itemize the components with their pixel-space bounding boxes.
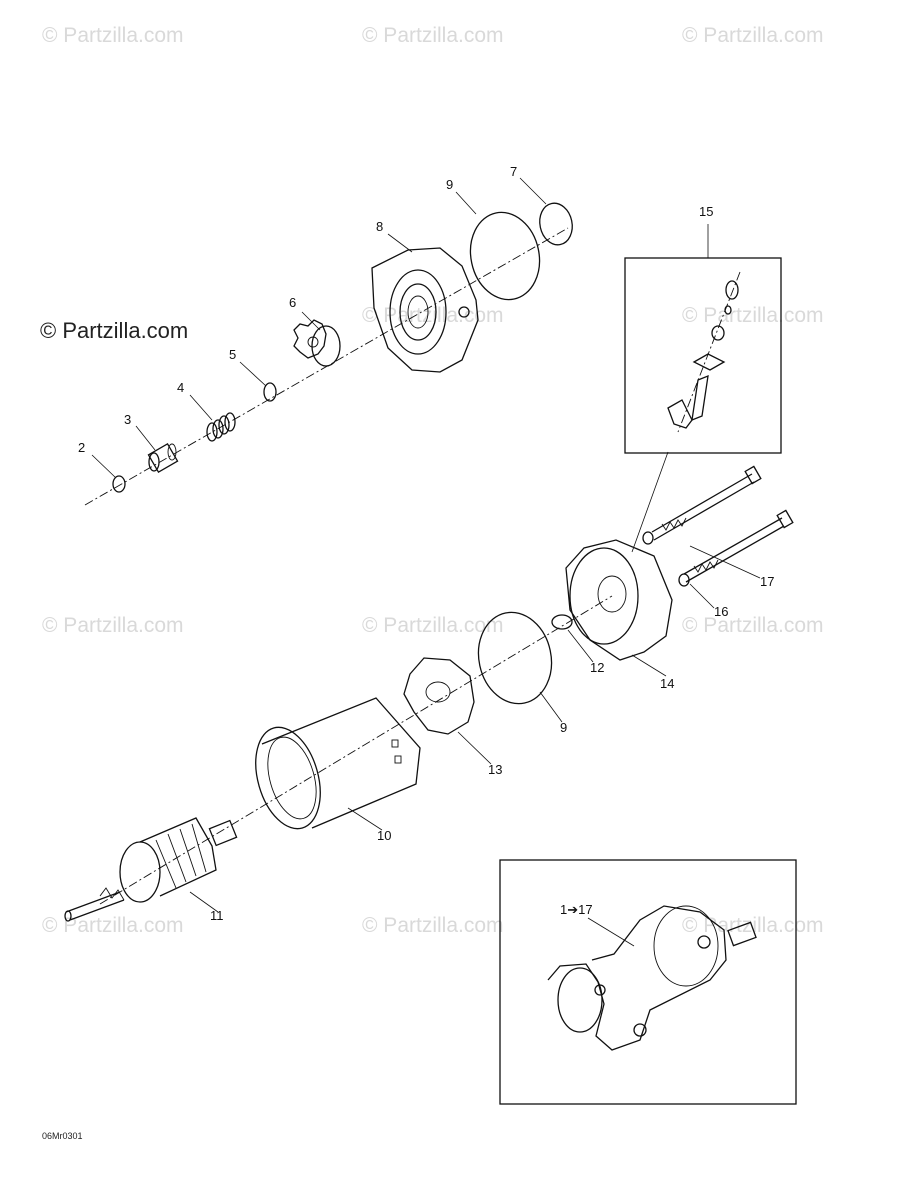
callout-13: 13 bbox=[488, 762, 502, 777]
callout-14: 14 bbox=[660, 676, 674, 691]
part-17-bolts bbox=[651, 465, 794, 583]
leader-lines bbox=[91, 177, 761, 947]
part-11-armature bbox=[64, 817, 238, 922]
part-15-detail-box bbox=[624, 257, 782, 454]
part-7-ring bbox=[539, 202, 573, 246]
part-5-ring bbox=[263, 382, 277, 402]
watermark: © Partzilla.com bbox=[682, 24, 824, 47]
part-3-collar bbox=[147, 442, 179, 474]
part-9-oring-lower bbox=[477, 611, 553, 705]
part-9-oring-upper bbox=[469, 211, 541, 301]
callout-16: 16 bbox=[714, 604, 728, 619]
watermark: © Partzilla.com bbox=[682, 914, 824, 937]
detail-15-axis bbox=[677, 271, 741, 433]
part-8-drive-housing bbox=[371, 247, 479, 373]
drawing-code: 06Mr0301 bbox=[42, 1131, 83, 1141]
main-watermark: © Partzilla.com bbox=[40, 318, 188, 343]
watermark: © Partzilla.com bbox=[362, 24, 504, 47]
callout-3: 3 bbox=[124, 412, 131, 427]
callout-6: 6 bbox=[289, 295, 296, 310]
part-10-yoke bbox=[255, 697, 421, 830]
brush-spring-kit bbox=[667, 280, 739, 429]
watermark: © Partzilla.com bbox=[362, 614, 504, 637]
callout-2: 2 bbox=[78, 440, 85, 455]
callout-1-to-17: 1➔17 bbox=[560, 902, 593, 917]
watermark: © Partzilla.com bbox=[362, 304, 504, 327]
watermark-grid: © Partzilla.com © Partzilla.com © Partzi… bbox=[42, 24, 824, 937]
watermark: © Partzilla.com bbox=[362, 914, 504, 937]
callout-9-lower: 9 bbox=[560, 720, 567, 735]
part-12-washer bbox=[551, 614, 573, 630]
watermark: © Partzilla.com bbox=[42, 24, 184, 47]
watermark: © Partzilla.com bbox=[682, 614, 824, 637]
part-16-washers bbox=[642, 531, 690, 587]
lower-axis bbox=[99, 595, 613, 905]
part-2-clip bbox=[112, 475, 126, 493]
callout-4: 4 bbox=[177, 380, 184, 395]
part-13-brush-plate bbox=[403, 657, 475, 735]
callout-17: 17 bbox=[760, 574, 774, 589]
assembled-starter-box bbox=[499, 859, 797, 1105]
callout-12: 12 bbox=[590, 660, 604, 675]
part-6-pinion bbox=[293, 319, 341, 367]
watermark: © Partzilla.com bbox=[682, 304, 824, 327]
assembled-starter bbox=[547, 905, 757, 1051]
part-14-end-housing bbox=[565, 539, 673, 661]
watermark: © Partzilla.com bbox=[42, 614, 184, 637]
callout-8: 8 bbox=[376, 219, 383, 234]
watermark: © Partzilla.com bbox=[42, 914, 184, 937]
callout-15: 15 bbox=[699, 204, 713, 219]
callout-10: 10 bbox=[377, 828, 391, 843]
callout-7: 7 bbox=[510, 164, 517, 179]
callout-5: 5 bbox=[229, 347, 236, 362]
callout-11: 11 bbox=[210, 908, 224, 923]
part-4-spring bbox=[206, 412, 236, 442]
callout-9-upper: 9 bbox=[446, 177, 453, 192]
detail-15-leader bbox=[631, 451, 669, 553]
